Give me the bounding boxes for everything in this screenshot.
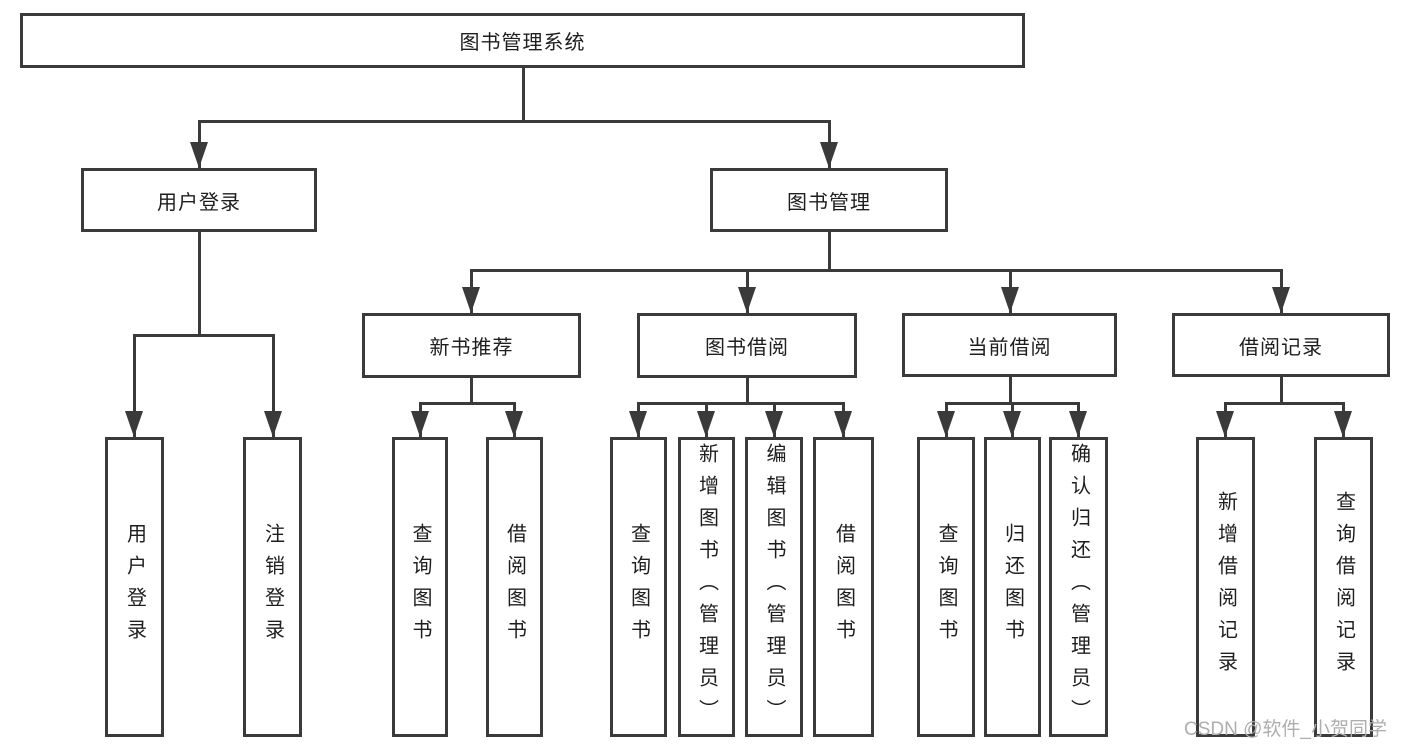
arrowhead-user-login (190, 142, 208, 168)
arrowhead-new-book-recommend (462, 287, 480, 313)
leaf-edit-books-admin-label: 编辑图书（管理员） (763, 443, 785, 731)
connector-to-leaf-user-login (133, 334, 136, 437)
arrowhead-add-borrow-record (1216, 411, 1234, 437)
connector-new-book-recommend-branch (419, 402, 516, 405)
arrowhead-query-books-2 (629, 411, 647, 437)
csdn-watermark: CSDN @软件_小贺同学 (1184, 719, 1387, 740)
arrowhead-edit-books (765, 411, 783, 437)
leaf-borrow-books-2: 借阅图书 (813, 437, 874, 737)
leaf-logout-label: 注销登录 (261, 523, 284, 651)
leaf-query-books-2-label: 查询图书 (627, 523, 650, 651)
leaf-add-borrow-record: 新增借阅记录 (1196, 437, 1255, 737)
arrowhead-book-borrow (738, 287, 756, 313)
node-library-management-system-label: 图书管理系统 (459, 32, 586, 54)
leaf-query-books-1: 查询图书 (392, 437, 448, 737)
arrowhead-borrow-records (1272, 287, 1290, 313)
node-user-login-label: 用户登录 (157, 191, 241, 214)
node-book-management: 图书管理 (710, 168, 948, 232)
arrowhead-borrow-books-1 (505, 411, 523, 437)
arrowhead-return-books (1003, 411, 1021, 437)
arrowhead-borrow-books-2 (834, 411, 852, 437)
leaf-borrow-books-1: 借阅图书 (486, 437, 543, 737)
arrowhead-confirm-return (1069, 411, 1087, 437)
node-current-borrow-label: 当前借阅 (967, 336, 1052, 359)
leaf-query-books-1-label: 查询图书 (409, 523, 431, 651)
leaf-user-login: 用户登录 (105, 437, 164, 737)
connector-book-borrow-branch (637, 402, 845, 405)
arrowhead-leaf-logout (264, 411, 282, 437)
leaf-query-borrow-record: 查询借阅记录 (1314, 437, 1373, 737)
connector-book-management-branch (470, 269, 1282, 272)
arrowhead-current-borrow (1001, 287, 1019, 313)
connector-book-management-stem (828, 232, 831, 271)
arrowhead-leaf-user-login (125, 411, 143, 437)
arrowhead-book-management (820, 142, 838, 168)
node-book-borrow-label: 图书借阅 (705, 337, 789, 359)
arrowhead-query-books-1 (411, 411, 429, 437)
connector-new-book-recommend-stem (470, 377, 473, 404)
leaf-return-books: 归还图书 (984, 437, 1041, 737)
leaf-query-borrow-record-label: 查询借阅记录 (1332, 491, 1355, 683)
leaf-query-books-3-label: 查询图书 (935, 523, 957, 651)
node-borrow-records: 借阅记录 (1172, 313, 1390, 377)
connector-root-branch (198, 120, 831, 123)
arrowhead-add-books (697, 411, 715, 437)
leaf-edit-books-admin: 编辑图书（管理员） (745, 437, 803, 737)
node-new-book-recommend: 新书推荐 (362, 313, 581, 378)
leaf-logout: 注销登录 (243, 437, 302, 737)
connector-user-login-branch (133, 334, 274, 337)
leaf-borrow-books-2-label: 借阅图书 (832, 523, 855, 651)
connector-borrow-records-stem (1280, 376, 1283, 404)
connector-book-borrow-stem (746, 377, 749, 404)
leaf-user-login-label: 用户登录 (123, 523, 146, 651)
leaf-add-books-admin-label: 新增图书（管理员） (695, 443, 718, 731)
leaf-return-books-label: 归还图书 (1001, 523, 1024, 651)
leaf-add-borrow-record-label: 新增借阅记录 (1214, 491, 1237, 683)
node-current-borrow: 当前借阅 (902, 313, 1117, 377)
node-borrow-records-label: 借阅记录 (1239, 336, 1323, 359)
leaf-query-books-3: 查询图书 (917, 437, 975, 737)
node-user-login: 用户登录 (81, 168, 317, 232)
leaf-borrow-books-1-label: 借阅图书 (503, 523, 526, 651)
node-library-management-system: 图书管理系统 (20, 13, 1025, 68)
node-new-book-recommend-label: 新书推荐 (429, 337, 514, 359)
node-book-borrow: 图书借阅 (637, 313, 857, 378)
connector-root-stem (522, 68, 525, 122)
leaf-confirm-return-admin: 确认归还（管理员） (1049, 437, 1108, 737)
connector-current-borrow-stem (1009, 376, 1012, 404)
node-book-management-label: 图书管理 (787, 191, 871, 214)
connector-to-leaf-logout (272, 334, 275, 437)
leaf-confirm-return-admin-label: 确认归还（管理员） (1067, 443, 1090, 731)
connector-user-login-stem (198, 232, 201, 336)
leaf-add-books-admin: 新增图书（管理员） (678, 437, 735, 737)
leaf-query-books-2: 查询图书 (610, 437, 667, 737)
connector-borrow-records-branch (1224, 402, 1345, 405)
arrowhead-query-borrow-record (1334, 411, 1352, 437)
arrowhead-query-books-3 (937, 411, 955, 437)
